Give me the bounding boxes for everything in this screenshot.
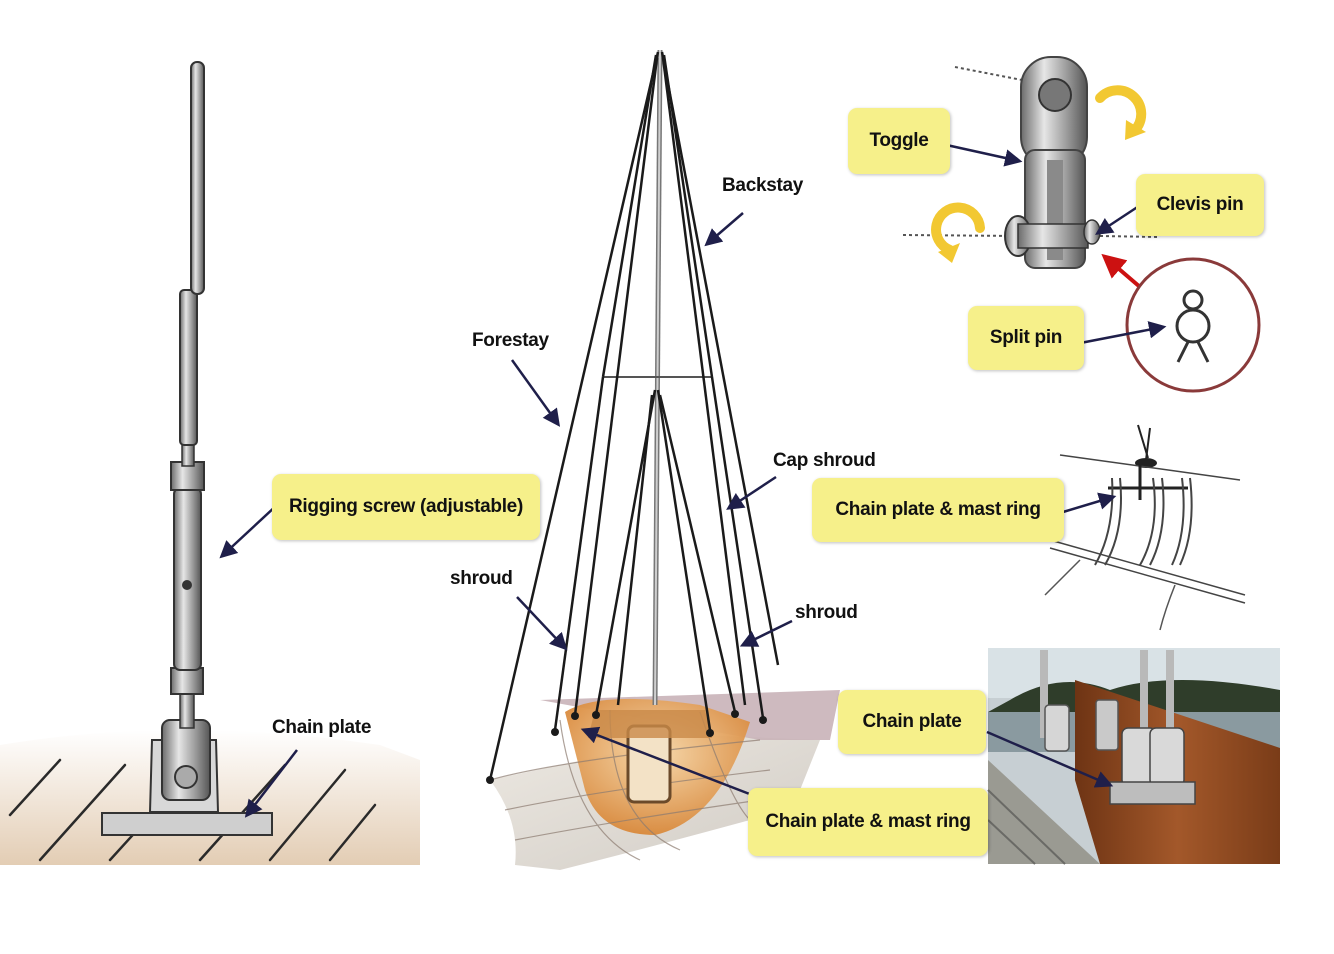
clevis-pin-label: Clevis pin bbox=[1136, 174, 1264, 236]
shroud-right-label: shroud bbox=[795, 602, 858, 623]
forestay-label: Forestay bbox=[472, 330, 549, 351]
chain-plate-left-label: Chain plate bbox=[272, 717, 372, 738]
shroud-left-label: shroud bbox=[450, 568, 513, 589]
split-pin-inset bbox=[1069, 257, 1261, 393]
toggle-clevis-illustration bbox=[902, 56, 1161, 289]
toggle-label: Toggle bbox=[848, 108, 950, 174]
rigging-screw-label: Rigging screw (adjustable) bbox=[272, 474, 540, 540]
chain-plate-mast-ring-right-label: Chain plate & mast ring bbox=[812, 478, 1064, 542]
boat-rigging-illustration bbox=[486, 49, 840, 870]
chain-plate-photo bbox=[986, 648, 1280, 865]
chain-plate-mast-ring-center-label: Chain plate & mast ring bbox=[748, 788, 988, 856]
backstay-label: Backstay bbox=[722, 175, 804, 196]
split-pin-label: Split pin bbox=[968, 306, 1084, 370]
chain-plate-mast-ring-sketch bbox=[1044, 424, 1246, 631]
rigging-screw-illustration bbox=[0, 61, 420, 865]
chain-plate-photo-label: Chain plate bbox=[838, 690, 986, 754]
cap-shroud-label: Cap shroud bbox=[773, 450, 876, 471]
